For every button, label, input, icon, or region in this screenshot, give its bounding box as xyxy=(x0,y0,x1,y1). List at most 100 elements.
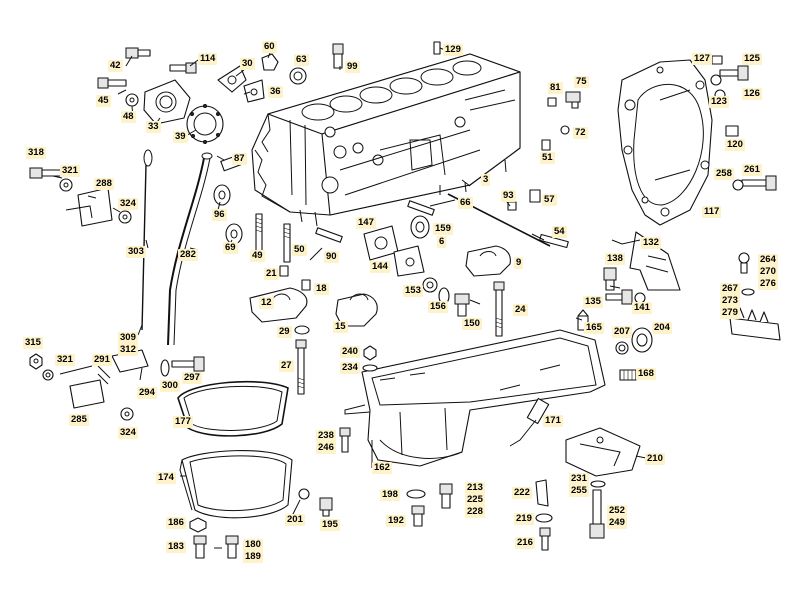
bolt-45 xyxy=(97,77,127,89)
callout-72: 72 xyxy=(573,127,588,139)
callout-297: 297 xyxy=(182,372,202,384)
pin-18 xyxy=(301,279,311,291)
callout-216: 216 xyxy=(515,537,535,549)
callout-315: 315 xyxy=(23,337,43,349)
callout-87: 87 xyxy=(232,153,247,165)
cover-33 xyxy=(143,79,191,125)
callout-141: 141 xyxy=(632,302,652,314)
stud-50 xyxy=(283,223,291,263)
callout-210: 210 xyxy=(645,453,665,465)
bolt-42 xyxy=(125,47,151,59)
callout-267: 267 xyxy=(720,283,740,295)
callout-198: 198 xyxy=(380,489,400,501)
pin-127 xyxy=(711,55,723,65)
connector-279 xyxy=(729,307,781,341)
callout-75: 75 xyxy=(574,76,589,88)
callout-63: 63 xyxy=(294,54,309,66)
sensor-99 xyxy=(332,43,344,69)
callout-318: 318 xyxy=(26,147,46,159)
bell-housing xyxy=(617,59,713,226)
bolt-183 xyxy=(193,535,207,559)
callout-294: 294 xyxy=(137,387,157,399)
oil-pan xyxy=(344,329,606,467)
callout-45: 45 xyxy=(96,95,111,107)
callout-159: 159 xyxy=(433,223,453,235)
pin-21 xyxy=(279,265,289,277)
callout-249: 249 xyxy=(607,517,627,529)
callout-132: 132 xyxy=(641,237,661,249)
callout-27: 27 xyxy=(279,360,294,372)
bolt-114 xyxy=(169,62,197,74)
callout-147: 147 xyxy=(356,217,376,229)
callout-186: 186 xyxy=(166,517,186,529)
callout-90: 90 xyxy=(324,251,339,263)
nut-324b xyxy=(120,407,134,421)
callout-150: 150 xyxy=(462,318,482,330)
callout-279: 279 xyxy=(720,307,740,319)
callout-162: 162 xyxy=(372,462,392,474)
callout-3: 3 xyxy=(481,174,491,186)
callout-21: 21 xyxy=(264,268,279,280)
oil-pan-gasket xyxy=(177,380,289,437)
callout-54: 54 xyxy=(552,226,567,238)
pin-129 xyxy=(433,41,441,55)
callout-222: 222 xyxy=(512,487,532,499)
callout-228: 228 xyxy=(465,506,485,518)
dipstick-tube xyxy=(167,152,213,346)
callout-303: 303 xyxy=(126,246,146,258)
callout-57: 57 xyxy=(542,194,557,206)
washer-267-273 xyxy=(741,288,755,296)
bolt-135 xyxy=(605,289,633,305)
callout-183: 183 xyxy=(166,541,186,553)
callout-9: 9 xyxy=(514,257,524,269)
stud-49 xyxy=(255,213,263,253)
callout-255: 255 xyxy=(569,485,589,497)
bracket-36 xyxy=(243,79,265,103)
callout-273: 273 xyxy=(720,295,740,307)
bracket-288 xyxy=(65,187,113,227)
callout-213: 213 xyxy=(465,482,485,494)
callout-276: 276 xyxy=(758,278,778,290)
cover-147 xyxy=(363,225,399,261)
callout-168: 168 xyxy=(636,368,656,380)
callout-138: 138 xyxy=(605,253,625,265)
callout-180: 180 xyxy=(243,539,263,551)
engine-block xyxy=(251,53,521,227)
callout-93: 93 xyxy=(501,190,516,202)
fitting-60 xyxy=(261,53,279,71)
bolt-138 xyxy=(603,267,617,291)
nut-324a xyxy=(118,210,132,224)
callout-123: 123 xyxy=(709,96,729,108)
ring-72 xyxy=(560,125,570,135)
plug-168 xyxy=(619,369,637,381)
bracket-222 xyxy=(535,479,549,507)
callout-127: 127 xyxy=(692,53,712,65)
callout-24: 24 xyxy=(513,304,528,316)
callout-321b: 321 xyxy=(55,354,75,366)
callout-201: 201 xyxy=(285,514,305,526)
bearing-cap-15 xyxy=(335,293,378,327)
callout-264: 264 xyxy=(758,254,778,266)
cover-144 xyxy=(393,245,425,277)
callout-321a: 321 xyxy=(60,165,80,177)
washer-125 xyxy=(710,74,722,86)
bolt-180 xyxy=(225,535,239,559)
bolt-213 xyxy=(439,483,453,509)
bracket-30 xyxy=(217,65,247,93)
callout-165: 165 xyxy=(584,322,604,334)
plug-81 xyxy=(547,97,557,107)
bush-96 xyxy=(213,184,231,206)
callout-69: 69 xyxy=(223,242,238,254)
callout-29: 29 xyxy=(277,326,292,338)
plug-204 xyxy=(631,327,653,353)
callout-66: 66 xyxy=(458,197,473,209)
callout-219: 219 xyxy=(514,513,534,525)
callout-15: 15 xyxy=(333,321,348,333)
callout-285: 285 xyxy=(69,414,89,426)
washer-321b xyxy=(42,369,54,381)
stud-66 xyxy=(407,200,435,216)
stud-90 xyxy=(315,227,343,243)
callout-192: 192 xyxy=(386,515,406,527)
callout-234: 234 xyxy=(340,362,360,374)
bearing-cap-9 xyxy=(465,245,511,277)
